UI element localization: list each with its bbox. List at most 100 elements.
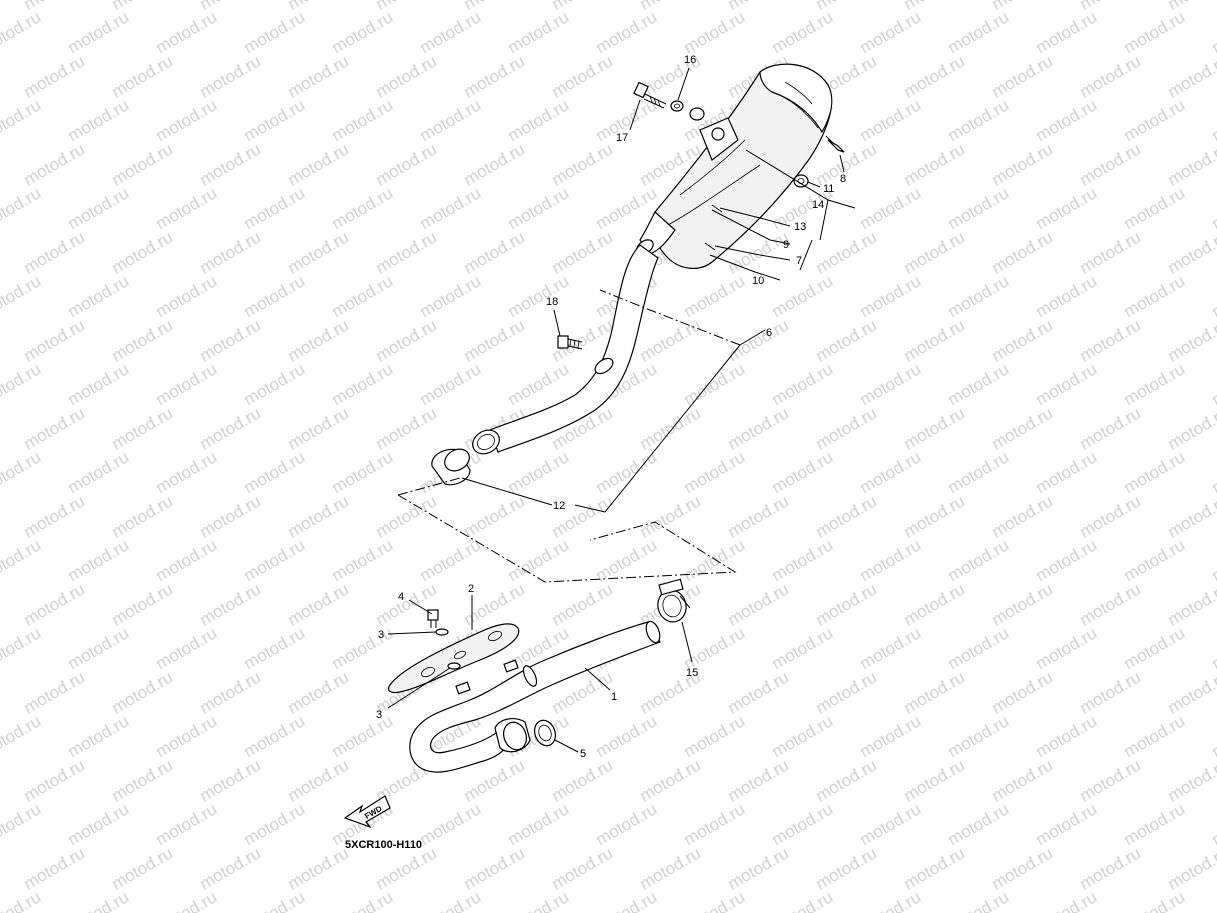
watermark-text: motod.ru: [945, 535, 1013, 585]
watermark-text: motod.ru: [681, 887, 749, 913]
watermark-text: motod.ru: [241, 711, 309, 761]
watermark-text: motod.ru: [241, 95, 309, 145]
watermark-text: motod.ru: [153, 271, 221, 321]
watermark-text: motod.ru: [989, 755, 1057, 805]
watermark-text: motod.ru: [285, 315, 353, 365]
watermark-text: motod.ru: [1077, 579, 1145, 629]
watermark-text: motod.ru: [21, 51, 89, 101]
watermark-text: motod.ru: [769, 623, 837, 673]
watermark-text: motod.ru: [1121, 271, 1189, 321]
watermark-text: motod.ru: [153, 7, 221, 57]
watermark-text: motod.ru: [813, 403, 881, 453]
watermark-text: motod.ru: [1077, 491, 1145, 541]
watermark-text: motod.ru: [901, 227, 969, 277]
watermark-text: motod.ru: [769, 887, 837, 913]
watermark-text: motod.ru: [901, 51, 969, 101]
callout-7: 7: [796, 255, 802, 267]
callout-15: 15: [686, 667, 698, 679]
watermark-text: motod.ru: [945, 447, 1013, 497]
watermark-text: motod.ru: [197, 315, 265, 365]
watermark-text: motod.ru: [1121, 535, 1189, 585]
watermark-text: motod.ru: [1033, 887, 1101, 913]
watermark-text: motod.ru: [21, 579, 89, 629]
muffler-assembly: [636, 63, 833, 269]
watermark-text: motod.ru: [725, 491, 793, 541]
watermark-text: motod.ru: [1209, 711, 1217, 761]
watermark-text: motod.ru: [241, 535, 309, 585]
watermark-text: motod.ru: [241, 7, 309, 57]
watermark-text: motod.ru: [945, 711, 1013, 761]
watermark-text: motod.ru: [197, 579, 265, 629]
watermark-text: motod.ru: [1077, 403, 1145, 453]
watermark-text: motod.ru: [197, 403, 265, 453]
watermark-text: motod.ru: [21, 667, 89, 717]
watermark-text: motod.ru: [373, 579, 441, 629]
watermark-text: motod.ru: [0, 447, 44, 497]
watermark-text: motod.ru: [637, 315, 705, 365]
watermark-text: motod.ru: [505, 799, 573, 849]
watermark-text: motod.ru: [901, 403, 969, 453]
watermark-text: motod.ru: [593, 7, 661, 57]
watermark-text: motod.ru: [1033, 7, 1101, 57]
watermark-text: motod.ru: [285, 51, 353, 101]
watermark-text: motod.ru: [329, 623, 397, 673]
callout-3-lower: 3: [376, 709, 382, 721]
watermark-text: motod.ru: [1077, 667, 1145, 717]
collar: [689, 107, 705, 121]
exhaust-pipe-1: [409, 620, 661, 773]
watermark-text: motod.ru: [197, 843, 265, 893]
watermark-text: motod.ru: [1033, 535, 1101, 585]
watermark-text: motod.ru: [197, 51, 265, 101]
watermark-text: motod.ru: [725, 579, 793, 629]
watermark-text: motod.ru: [1033, 183, 1101, 233]
callout-8: 8: [840, 173, 846, 185]
watermark-text: motod.ru: [285, 667, 353, 717]
watermark-text: motod.ru: [241, 183, 309, 233]
watermark-text: motod.ru: [65, 271, 133, 321]
callout-2: 2: [468, 583, 474, 595]
watermark-text: motod.ru: [989, 667, 1057, 717]
watermark-text: motod.ru: [593, 711, 661, 761]
watermark-text: motod.ru: [1165, 227, 1217, 277]
watermark-text: motod.ru: [153, 95, 221, 145]
watermark-text: motod.ru: [329, 271, 397, 321]
watermark-text: motod.ru: [725, 315, 793, 365]
watermark-text: motod.ru: [329, 887, 397, 913]
watermark-text: motod.ru: [1077, 227, 1145, 277]
watermark-text: motod.ru: [417, 535, 485, 585]
watermark-text: motod.ru: [373, 139, 441, 189]
watermark-text: motod.ru: [505, 7, 573, 57]
watermark-text: motod.ru: [461, 51, 529, 101]
callout-9: 9: [783, 239, 789, 251]
watermark-text: motod.ru: [417, 271, 485, 321]
watermark-text: motod.ru: [681, 711, 749, 761]
watermark-text: motod.ru: [857, 623, 925, 673]
watermark-text: motod.ru: [1209, 271, 1217, 321]
watermark-text: motod.ru: [109, 491, 177, 541]
watermark-text: motod.ru: [1121, 711, 1189, 761]
screw-8: [825, 135, 845, 153]
callout-1: 1: [611, 691, 617, 703]
callout-4: 4: [398, 591, 404, 603]
leader-lines: [387, 67, 856, 753]
watermark-text: motod.ru: [417, 95, 485, 145]
watermark-text: motod.ru: [725, 843, 793, 893]
watermark-text: motod.ru: [505, 271, 573, 321]
watermark-text: motod.ru: [373, 403, 441, 453]
watermark-text: motod.ru: [549, 843, 617, 893]
callout-17: 17: [616, 132, 628, 144]
watermark-text: motod.ru: [0, 271, 44, 321]
protector-2: [387, 623, 520, 694]
washer-11: [793, 174, 809, 188]
watermark-text: motod.ru: [725, 755, 793, 805]
watermark-text: motod.ru: [769, 7, 837, 57]
watermark-text: motod.ru: [1165, 843, 1217, 893]
callout-12: 12: [553, 500, 565, 512]
watermark-text: motod.ru: [1209, 183, 1217, 233]
watermark-text: motod.ru: [21, 403, 89, 453]
watermark-text: motod.ru: [461, 227, 529, 277]
watermark-text: motod.ru: [1033, 447, 1101, 497]
watermark-text: motod.ru: [681, 623, 749, 673]
watermark-text: motod.ru: [373, 227, 441, 277]
